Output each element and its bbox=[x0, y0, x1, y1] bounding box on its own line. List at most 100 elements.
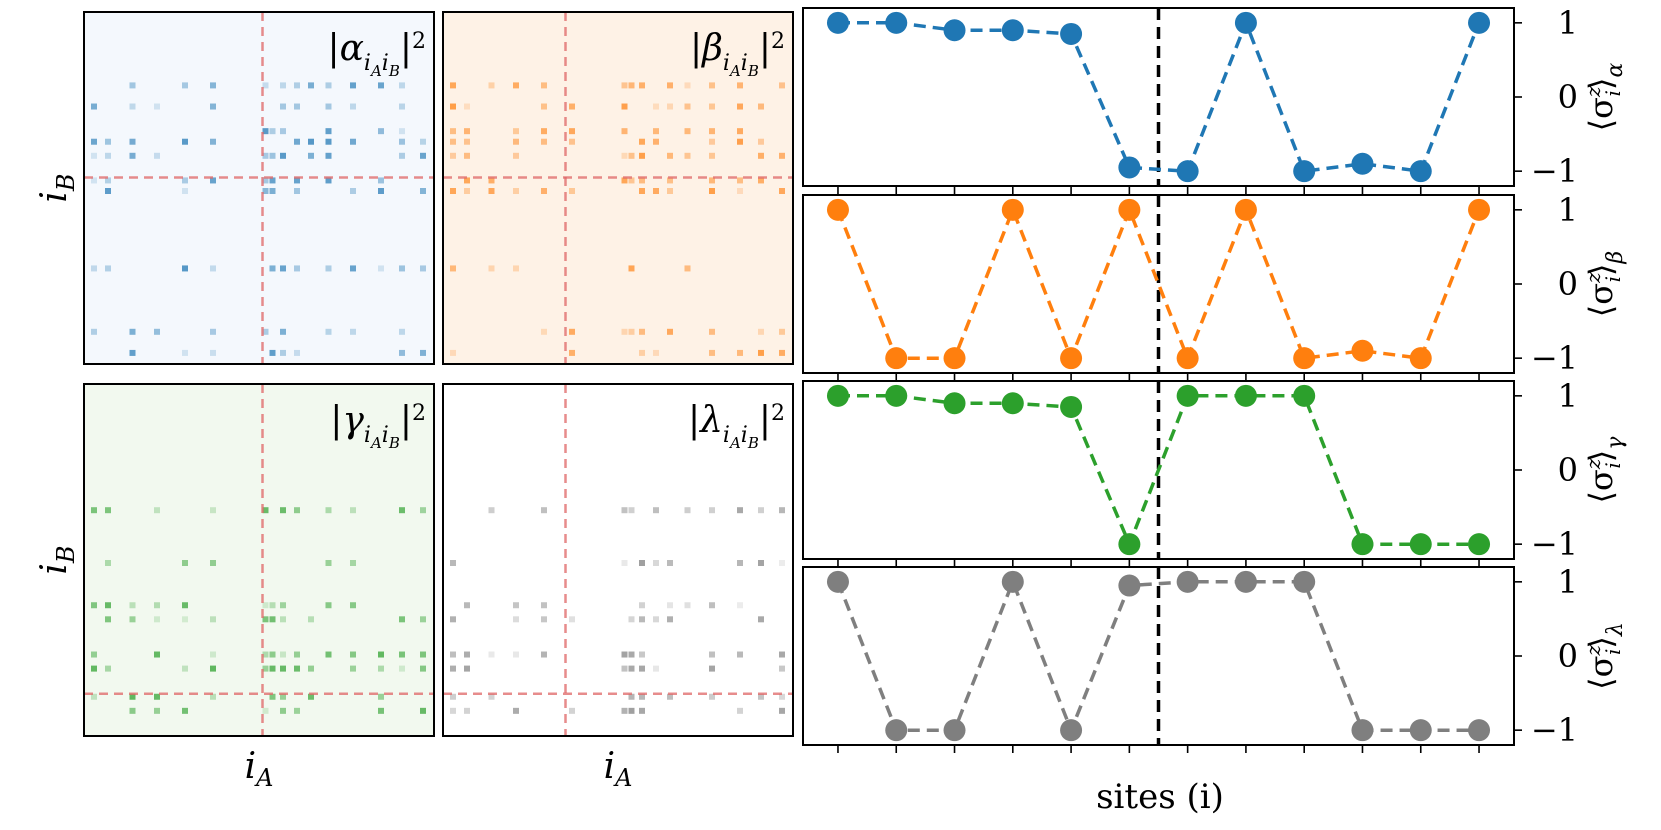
heatmap-cell bbox=[154, 693, 160, 700]
heatmap-cell bbox=[450, 138, 456, 145]
heatmap-cell bbox=[399, 265, 405, 272]
heatmap-cell bbox=[210, 693, 216, 700]
heatmap-cell bbox=[628, 616, 635, 623]
heatmap-cell bbox=[399, 103, 405, 110]
heatmap-cell bbox=[154, 616, 160, 623]
heatmap-cell bbox=[210, 138, 216, 145]
heatmap-cell bbox=[105, 665, 111, 672]
heatmap-cell bbox=[737, 138, 743, 145]
heatmap-cell bbox=[210, 560, 216, 566]
heatmap-cell bbox=[667, 560, 673, 566]
data-point bbox=[1060, 719, 1083, 742]
heatmap-beta: |βiAiB|2 bbox=[442, 11, 794, 365]
heatmap-cell bbox=[758, 560, 764, 566]
heatmap-cell bbox=[182, 665, 188, 672]
heatmap-cell bbox=[450, 616, 456, 623]
heatmap-cell bbox=[450, 665, 456, 672]
line-chart-y-axis-label: ⟨σzi⟩β bbox=[1581, 251, 1628, 317]
heatmap-cell bbox=[737, 349, 743, 356]
heatmap-cell bbox=[210, 616, 216, 623]
data-point bbox=[1176, 570, 1199, 593]
heatmap-cell bbox=[210, 265, 216, 272]
heatmap-cell bbox=[628, 328, 635, 335]
data-point bbox=[826, 384, 849, 407]
heatmap-background bbox=[443, 12, 793, 364]
heatmap-cell bbox=[639, 177, 645, 184]
heatmap-cell bbox=[325, 265, 332, 272]
heatmap-cell bbox=[325, 128, 332, 135]
data-point bbox=[1060, 347, 1083, 370]
heatmap-cell bbox=[210, 349, 216, 356]
heatmap-cell bbox=[569, 707, 575, 714]
heatmap-cell bbox=[628, 507, 635, 514]
data-point bbox=[1351, 719, 1374, 742]
data-point bbox=[1234, 198, 1257, 221]
heatmap-cell bbox=[399, 152, 405, 159]
heatmap-cell bbox=[464, 128, 470, 135]
heatmap-cell bbox=[639, 138, 645, 145]
heatmap-cell bbox=[350, 328, 356, 335]
heatmap-cell bbox=[269, 128, 276, 135]
heatmap-cell bbox=[621, 103, 628, 110]
heatmap-cell bbox=[182, 560, 188, 566]
heatmap-cell bbox=[182, 188, 188, 194]
y-tick-label: −1 bbox=[1531, 711, 1578, 749]
heatmap-cell bbox=[420, 507, 426, 514]
heatmap-cell bbox=[420, 265, 426, 272]
data-point bbox=[1293, 384, 1316, 407]
heatmap-cell bbox=[621, 507, 628, 514]
heatmap-cell bbox=[420, 349, 426, 356]
heatmap-cell bbox=[280, 128, 286, 135]
heatmap-cell bbox=[105, 265, 111, 272]
heatmap-cell bbox=[779, 665, 785, 672]
heatmap-cell bbox=[667, 177, 673, 184]
heatmap-cell bbox=[154, 152, 160, 159]
y-tick-label: 0 bbox=[1558, 451, 1578, 489]
data-point bbox=[1468, 533, 1491, 556]
heatmap-cell bbox=[709, 507, 715, 514]
heatmap-cell bbox=[308, 616, 314, 623]
heatmap-cell bbox=[262, 82, 269, 89]
heatmap-cell bbox=[294, 651, 300, 658]
heatmap-cell bbox=[639, 560, 645, 566]
heatmap-cell bbox=[350, 265, 356, 272]
heatmap-cell bbox=[182, 82, 188, 89]
heatmap-x-axis-label: iA bbox=[604, 746, 633, 792]
heatmap-cell bbox=[667, 328, 673, 335]
data-point bbox=[1060, 395, 1083, 418]
heatmap-cell bbox=[779, 328, 785, 335]
data-point bbox=[1293, 160, 1316, 183]
heatmap-cell bbox=[684, 602, 691, 609]
heatmap-cell bbox=[154, 707, 160, 714]
heatmap-cell bbox=[325, 507, 332, 514]
heatmap-cell bbox=[378, 82, 384, 89]
heatmap-cell bbox=[653, 138, 659, 145]
heatmap-cell bbox=[737, 602, 743, 609]
heatmap-cell bbox=[513, 602, 519, 609]
heatmap-cell bbox=[513, 616, 519, 623]
heatmap-cell bbox=[280, 707, 286, 714]
heatmap-cell bbox=[129, 707, 136, 714]
heatmap-cell bbox=[779, 152, 785, 159]
heatmap-cell bbox=[308, 665, 314, 672]
heatmap-cell bbox=[91, 507, 97, 514]
heatmap-cell bbox=[541, 507, 547, 514]
heatmap-cell bbox=[569, 188, 575, 194]
heatmap-cell bbox=[667, 602, 673, 609]
heatmap-cell bbox=[513, 265, 519, 272]
heatmap-cell bbox=[350, 602, 356, 609]
heatmap-cell bbox=[621, 560, 628, 566]
heatmap-cell bbox=[262, 177, 269, 184]
heatmap-cell bbox=[684, 128, 691, 135]
line-chart-stack: 10−1⟨σzi⟩α10−1⟨σzi⟩β10−1⟨σzi⟩γ10−1⟨σzi⟩λ bbox=[802, 4, 1628, 753]
heatmap-cell bbox=[684, 507, 691, 514]
heatmap-cell bbox=[280, 265, 286, 272]
heatmap-cell bbox=[262, 188, 269, 194]
heatmap-cell bbox=[758, 349, 764, 356]
heatmap-cell bbox=[182, 707, 188, 714]
y-tick-label: 1 bbox=[1558, 191, 1578, 229]
heatmap-cell bbox=[621, 328, 628, 335]
heatmap-cell bbox=[210, 651, 216, 658]
data-point bbox=[1351, 533, 1374, 556]
